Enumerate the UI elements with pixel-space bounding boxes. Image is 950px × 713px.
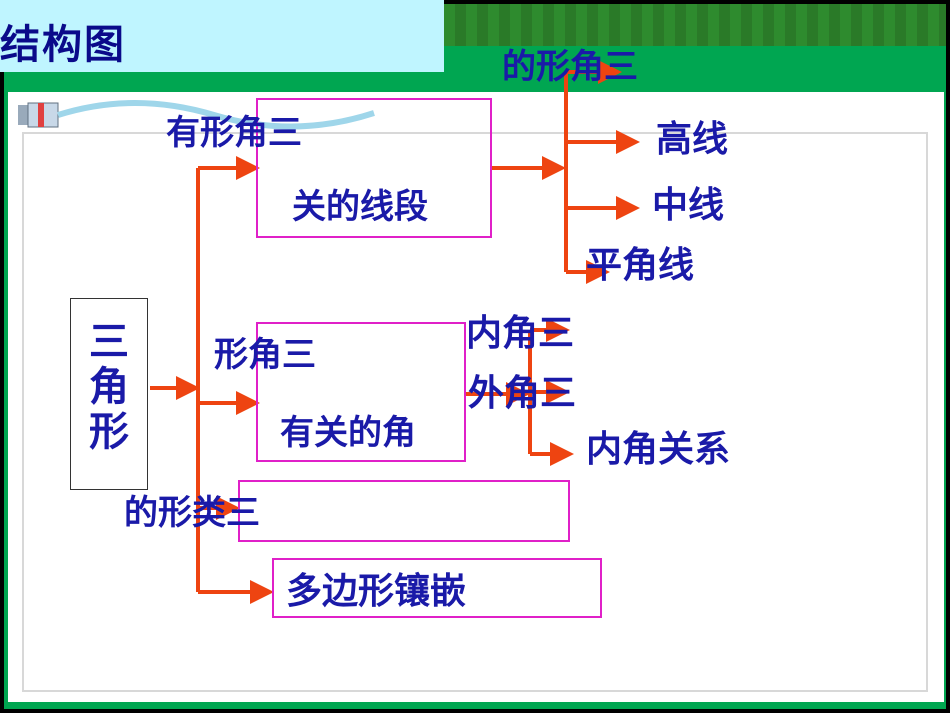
angle-item-3: 内角关系 [586, 429, 731, 470]
classification-label: 的形类三 [124, 493, 260, 533]
title-bar: 结构图 [0, 0, 444, 72]
classification-box [238, 480, 570, 542]
angles-label-line1: 形角三 [214, 335, 316, 375]
root-node-label: 三角形 [89, 319, 129, 455]
segment-item-1: 的形角三 [502, 47, 638, 87]
angles-label-line2: 有关的角 [280, 413, 416, 453]
angles-box [256, 322, 466, 462]
segments-label-line1: 有形角三 [166, 113, 302, 153]
tiling-box [272, 558, 602, 618]
segment-item-3: 中线 [652, 185, 725, 226]
angle-item-2: 外角三 [468, 373, 577, 414]
angle-item-1: 内角三 [466, 313, 575, 354]
segment-item-2: 高线 [656, 119, 729, 160]
segment-item-4: 平角线 [586, 245, 695, 286]
inner-border [22, 132, 928, 692]
root-node-box [70, 298, 148, 490]
page-title: 结构图 [0, 22, 126, 68]
content-panel [8, 92, 944, 702]
pencil-icon [18, 100, 375, 130]
green-frame [4, 4, 946, 709]
segments-box [256, 98, 492, 238]
tiling-label: 多边形镶嵌 [286, 571, 467, 612]
striped-header [444, 4, 946, 46]
segments-label-line2: 关的线段 [292, 187, 428, 227]
